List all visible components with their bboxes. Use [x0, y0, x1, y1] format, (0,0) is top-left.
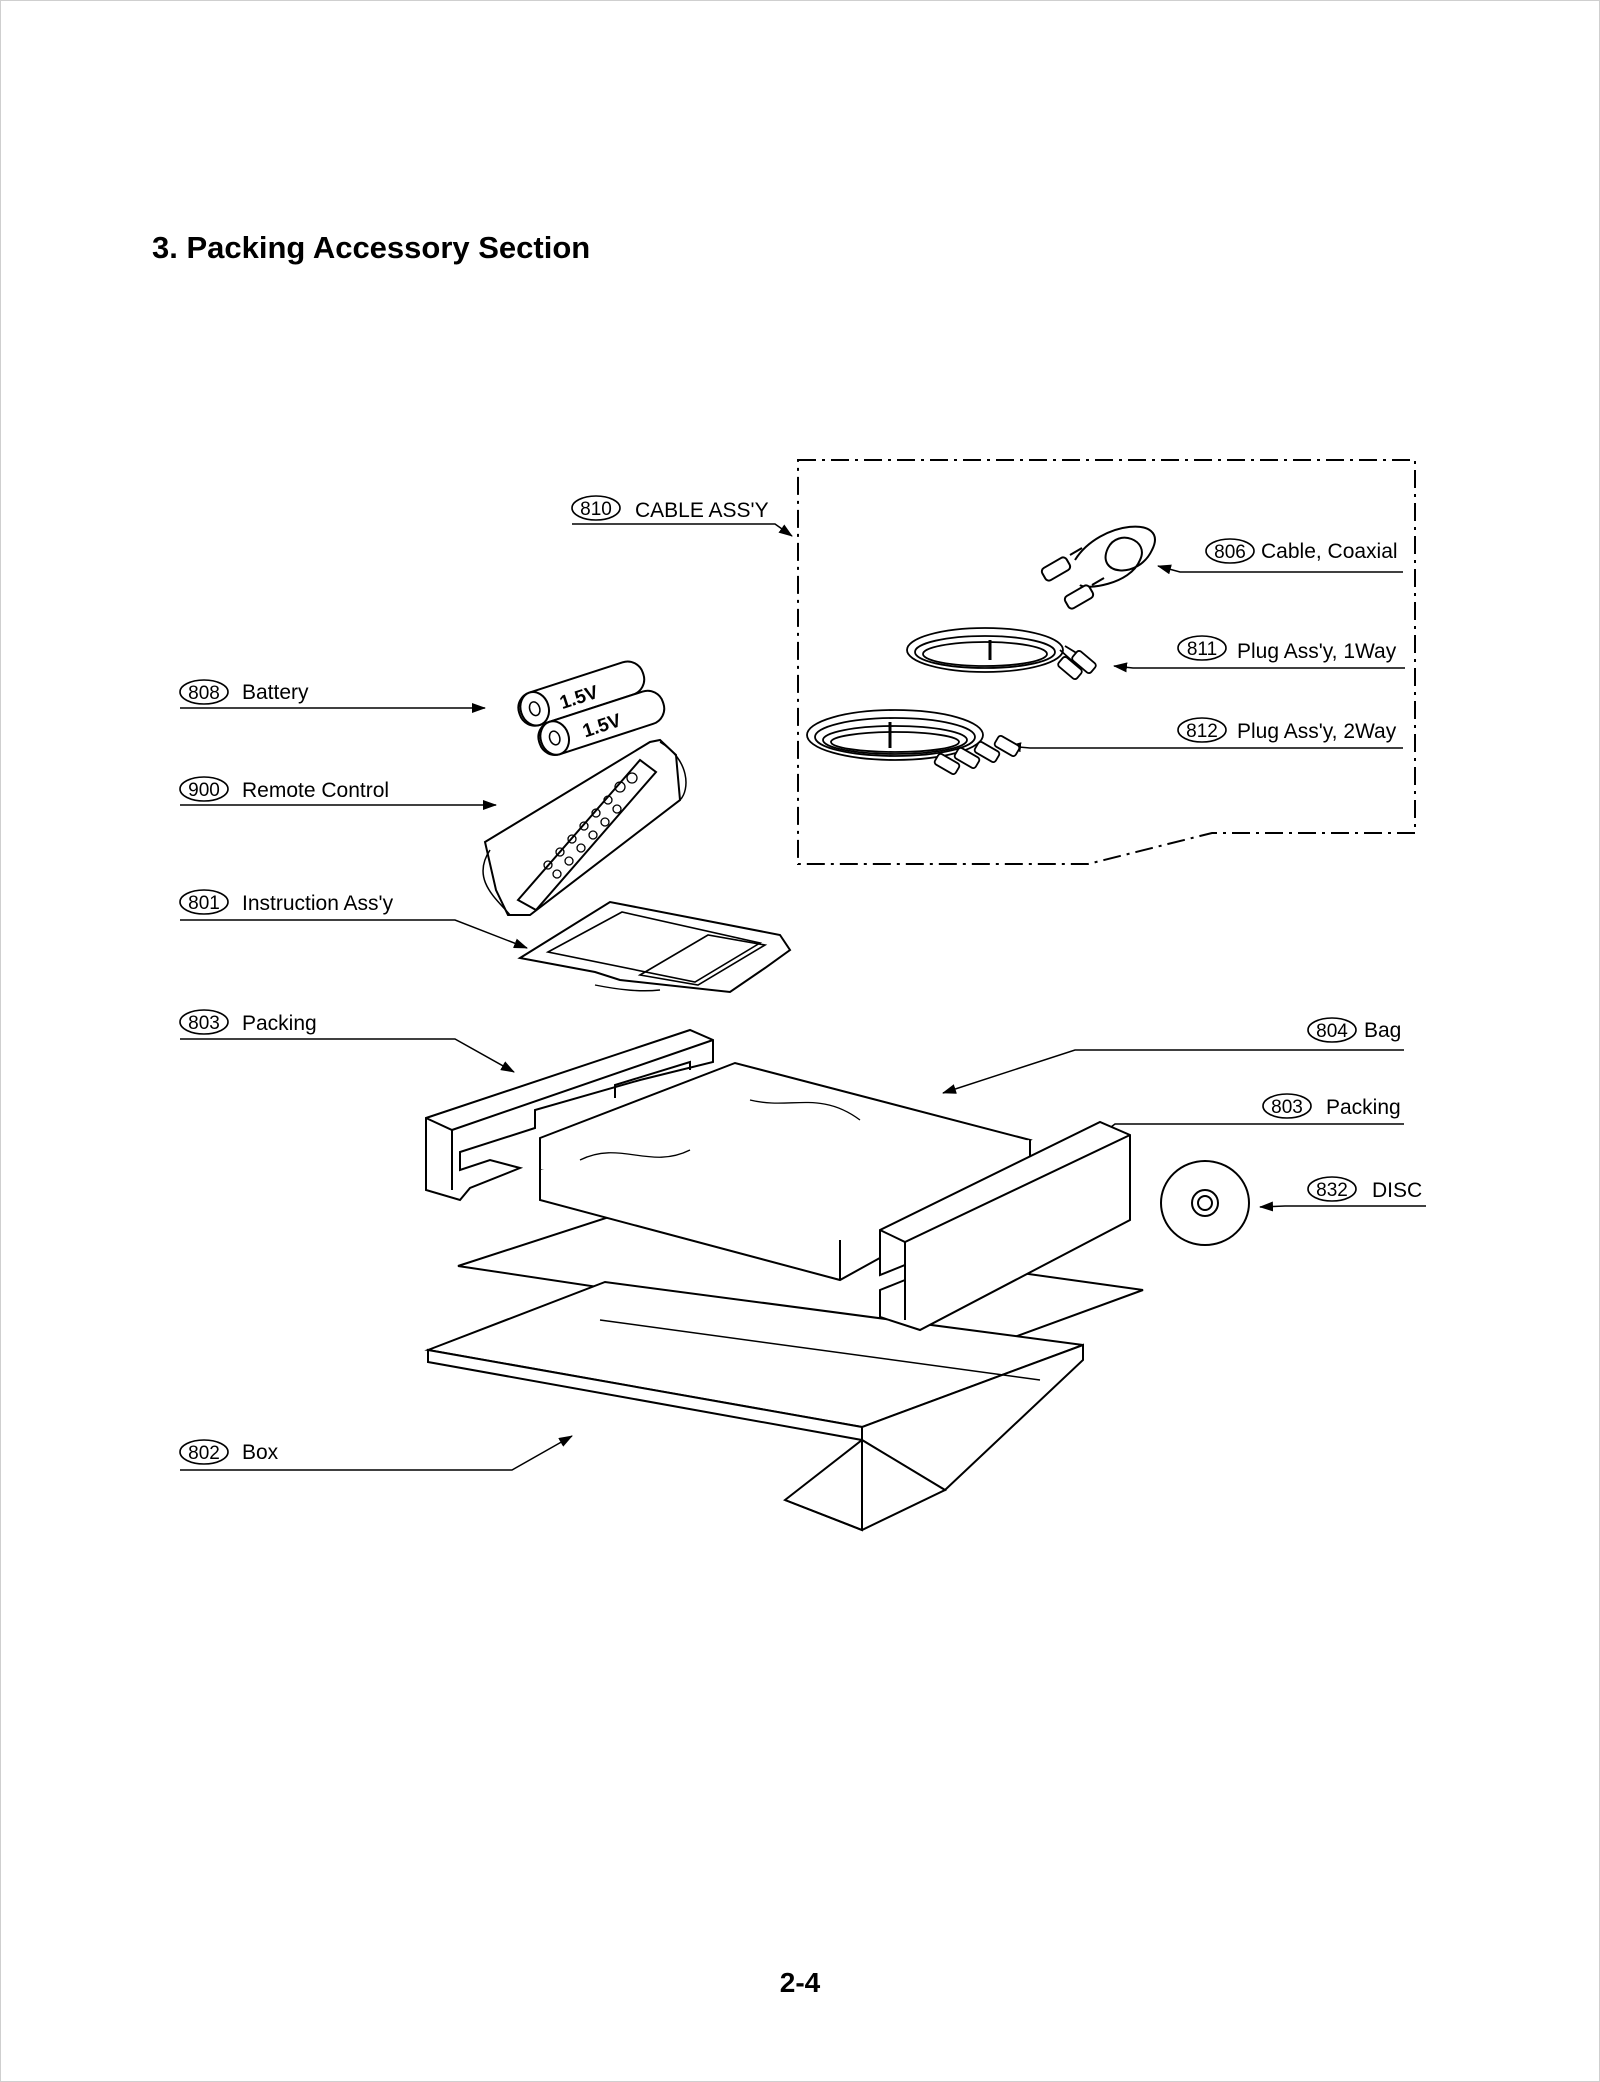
part-label: Packing	[242, 1012, 317, 1035]
part-callout-808: 808 Battery	[179, 679, 486, 713]
part-number: 806	[1214, 542, 1246, 563]
bagged-unit-illustration	[539, 1061, 1033, 1282]
remote-control-illustration	[482, 738, 687, 916]
part-callout-810: 810 CABLE ASS'Y	[571, 495, 793, 537]
part-number: 803	[1271, 1097, 1303, 1118]
part-number: 802	[188, 1443, 220, 1464]
leader-line	[180, 919, 528, 949]
part-label: Remote Control	[242, 779, 389, 802]
part-label: Plug Ass'y, 1Way	[1237, 640, 1397, 663]
instruction-manual-illustration	[517, 900, 792, 994]
part-number-badge	[179, 679, 229, 705]
packing-foam-right-illustration	[879, 1120, 1131, 1332]
part-number: 811	[1187, 639, 1217, 660]
part-number-badge	[179, 889, 229, 915]
part-label: Packing	[1326, 1096, 1401, 1119]
disc-illustration	[1160, 1160, 1250, 1246]
part-number-badge	[1177, 635, 1227, 661]
part-callout-811: 811 Plug Ass'y, 1Way	[1113, 635, 1405, 673]
part-number-badge	[1307, 1176, 1357, 1202]
part-number: 803	[188, 1013, 220, 1034]
part-number-badge	[1205, 538, 1255, 564]
leader-line	[1082, 1123, 1404, 1149]
part-number-badge	[1262, 1093, 1312, 1119]
part-label: Plug Ass'y, 2Way	[1237, 720, 1397, 743]
part-callout-803-left: 803 Packing	[179, 1009, 515, 1073]
part-number: 804	[1316, 1021, 1348, 1042]
part-number-badge	[179, 1009, 229, 1035]
leader-line	[942, 1049, 1404, 1094]
cable-assy-group-boundary	[797, 459, 1416, 865]
part-number: 832	[1316, 1180, 1348, 1201]
part-callout-801: 801 Instruction Ass'y	[179, 889, 528, 949]
part-callout-806: 806 Cable, Coaxial	[1157, 538, 1403, 575]
leader-line	[180, 1038, 515, 1073]
part-callout-804: 804 Bag	[942, 1017, 1404, 1094]
plug-1way-illustration	[906, 627, 1097, 680]
part-number-badge	[1307, 1017, 1357, 1043]
part-callout-832: 832 DISC	[1259, 1176, 1426, 1212]
leader-line	[1113, 662, 1405, 673]
coaxial-cable-illustration	[1040, 525, 1156, 610]
part-label: Instruction Ass'y	[242, 892, 394, 915]
part-callout-812: 812 Plug Ass'y, 2Way	[1007, 717, 1403, 753]
part-callout-803-right: 803 Packing	[1082, 1093, 1404, 1149]
packing-foam-left-illustration	[425, 1028, 714, 1202]
box-illustration	[424, 1214, 1144, 1532]
leader-line	[1007, 742, 1403, 753]
part-number: 812	[1186, 721, 1218, 742]
part-number: 810	[580, 499, 612, 520]
part-callout-900: 900 Remote Control	[179, 776, 497, 810]
leader-line	[572, 523, 793, 537]
part-number: 808	[188, 683, 220, 704]
leader-line	[180, 1435, 573, 1471]
part-label: Box	[242, 1441, 279, 1464]
part-number-badge	[179, 1439, 229, 1465]
page-number: 2-4	[779, 1967, 821, 1998]
part-label: DISC	[1372, 1179, 1422, 1202]
part-number-badge	[571, 495, 621, 521]
part-label: Battery	[242, 681, 309, 704]
plug-2way-illustration	[806, 709, 1021, 775]
part-label: Cable, Coaxial	[1261, 540, 1398, 563]
part-label: Bag	[1364, 1019, 1401, 1042]
battery-illustration: 1.5V 1.5V	[517, 660, 666, 756]
part-number-badge	[1177, 717, 1227, 743]
part-label: CABLE ASS'Y	[635, 499, 769, 522]
leader-line	[1259, 1201, 1426, 1212]
leader-line	[1157, 564, 1403, 575]
page-title: 3. Packing Accessory Section	[152, 230, 591, 265]
part-number-badge	[179, 776, 229, 802]
part-number: 900	[188, 780, 220, 801]
part-number: 801	[188, 893, 220, 914]
part-callout-802: 802 Box	[179, 1435, 573, 1471]
